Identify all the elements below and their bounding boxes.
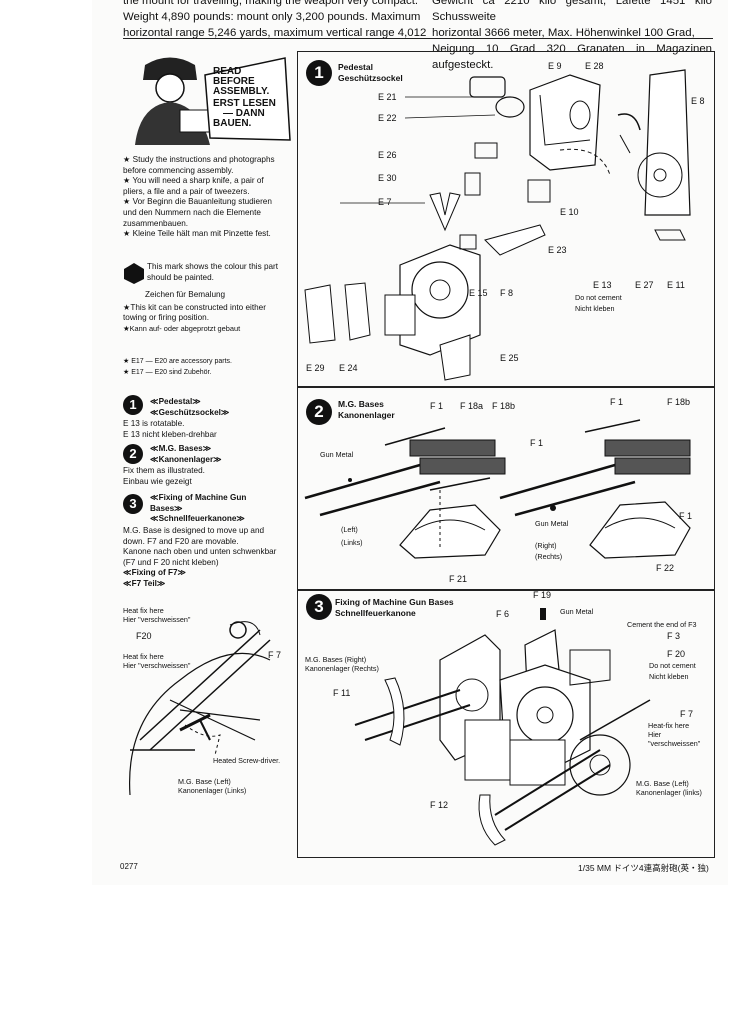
- label-e8: E 8: [691, 96, 705, 106]
- paint-mark-icon: [124, 263, 144, 284]
- label-e21: E 21: [378, 92, 397, 102]
- label-e11: E 11: [667, 280, 685, 290]
- label-e25: E 25: [500, 353, 519, 363]
- label-f20: F20: [136, 631, 152, 641]
- step-3-panel: [297, 590, 715, 858]
- panel-1-badge: 1: [306, 60, 332, 86]
- label-f20-panel: F 20: [667, 649, 686, 659]
- label-f1-a: F 1: [430, 401, 444, 411]
- mg-bases-diagram: [304, 419, 691, 559]
- top-divider: [123, 38, 713, 39]
- label-f3: F 3: [667, 631, 681, 641]
- panel-3-title: Fixing of Machine Gun Bases Schnellfeuer…: [335, 597, 454, 618]
- left-note: (Left) (Links): [341, 525, 363, 547]
- step-1-heading: ≪Pedestal≫ ≪Geschützsockel≫: [150, 397, 230, 417]
- label-e28: E 28: [585, 61, 604, 71]
- label-e22: E 22: [378, 113, 397, 123]
- intro-text-2: Zeichen für Bemalung ★This kit can be co…: [123, 290, 266, 333]
- heat-fix-note-1: Heat fix here Hier "verschweissen": [123, 606, 191, 624]
- gun-metal-note-3: Gun Metal: [560, 607, 594, 616]
- label-f22: F 22: [656, 563, 675, 573]
- page-number: 0277: [120, 862, 138, 871]
- label-f1-b: F 1: [530, 438, 544, 448]
- paint-mark-text: This mark shows the colour this part sho…: [147, 262, 279, 282]
- top-text-english: the mount for travelling, making the wea…: [123, 0, 427, 39]
- label-f1-d: F 1: [679, 511, 693, 521]
- gun-metal-note-1: Gun Metal: [320, 450, 354, 459]
- heat-fix-note-2: Heat fix here Hier "verschweissen": [123, 652, 191, 670]
- mg-base-note: M.G. Base (Left) Kanonenlager (Links): [178, 777, 247, 795]
- label-e15: E 15: [469, 288, 488, 298]
- right-note: (Right) (Rechts): [535, 541, 563, 561]
- screwdriver-note: Heated Screw-driver.: [213, 756, 281, 765]
- gun-metal-note-2: Gun Metal: [535, 519, 569, 528]
- label-f21: F 21: [449, 574, 468, 584]
- label-e24: E 24: [339, 363, 358, 373]
- read-before-box: READ BEFORE ASSEMBLY. ERST LESEN — DANN …: [213, 66, 276, 129]
- label-e27: E 27: [635, 280, 654, 290]
- label-e29: E 29: [306, 363, 325, 373]
- label-f19: F 19: [533, 590, 552, 600]
- heat-fix-note-3: Heat-fix here Hier "verschweissen": [648, 721, 701, 748]
- panel-3-badge: 3: [306, 594, 332, 620]
- no-cement-note-1: Do not cement Nicht kleben: [575, 293, 622, 313]
- cement-f3-note: Cement the end of F3: [627, 620, 697, 629]
- label-f18a: F 18a: [460, 401, 484, 411]
- top-text-german: Gewicht ca 2210 kilo gesamt, Lafette 145…: [432, 0, 712, 71]
- step-3-text: M.G. Base is designed to move up and dow…: [123, 526, 277, 588]
- no-cement-note-2: Do not cement Nicht kleben: [649, 661, 696, 681]
- machine-gun-assembly-diagram: [354, 608, 651, 846]
- f7-detail-drawing: [128, 621, 271, 796]
- label-f11: F 11: [333, 688, 351, 698]
- mg-right-note: M.G. Bases (Right) Kanonenlager (Rechts): [305, 655, 379, 673]
- panel-2-badge: 2: [306, 399, 332, 425]
- label-f8: F 8: [500, 288, 514, 298]
- label-e13: E 13: [593, 280, 612, 290]
- label-f6: F 6: [496, 609, 510, 619]
- step-1-panel: [297, 51, 715, 387]
- label-f18b: F 18b: [492, 401, 516, 411]
- intro-text: ★ Study the instructions and photographs…: [123, 155, 275, 239]
- footer-caption: 1/35 MM ドイツ4連高射砲(英・独): [578, 863, 709, 873]
- step-2-panel: [297, 387, 715, 590]
- label-e10: E 10: [560, 207, 579, 217]
- label-e26: E 26: [378, 150, 397, 160]
- step-3-badge: 3: [123, 494, 143, 514]
- step-2-badge: 2: [123, 444, 143, 464]
- label-e23: E 23: [548, 245, 567, 255]
- mg-left-note: M.G. Base (Left) Kanonenlager (links): [636, 779, 702, 797]
- step-1-badge: 1: [123, 395, 143, 415]
- panel-2-title: M.G. Bases Kanonenlager: [338, 399, 395, 420]
- label-f7: F 7: [268, 650, 282, 660]
- label-f18b-2: F 18b: [667, 397, 691, 407]
- soldier-illustration: [135, 57, 291, 145]
- pedestal-diagram: [304, 69, 691, 381]
- label-f12: F 12: [430, 800, 449, 810]
- step-3-heading: ≪Fixing of Machine Gun Bases≫ ≪Schnellfe…: [150, 493, 247, 524]
- step-2-heading: ≪M.G. Bases≫ ≪Kanonenlager≫: [150, 444, 222, 464]
- label-f7-panel: F 7: [680, 709, 694, 719]
- label-e30: E 30: [378, 173, 397, 183]
- step-2-text: Fix them as illustrated. Einbau wie geze…: [123, 466, 205, 486]
- step-1-text: E 13 is rotatable. E 13 nicht kleben-dre…: [123, 419, 217, 439]
- panel-1-title: Pedestal Geschützsockel: [338, 62, 403, 83]
- label-e7: E 7: [378, 197, 392, 207]
- accessory-note: ★ E17 — E20 are accessory parts. ★ E17 —…: [123, 358, 232, 376]
- label-e9: E 9: [548, 61, 562, 71]
- label-f1-c: F 1: [610, 397, 624, 407]
